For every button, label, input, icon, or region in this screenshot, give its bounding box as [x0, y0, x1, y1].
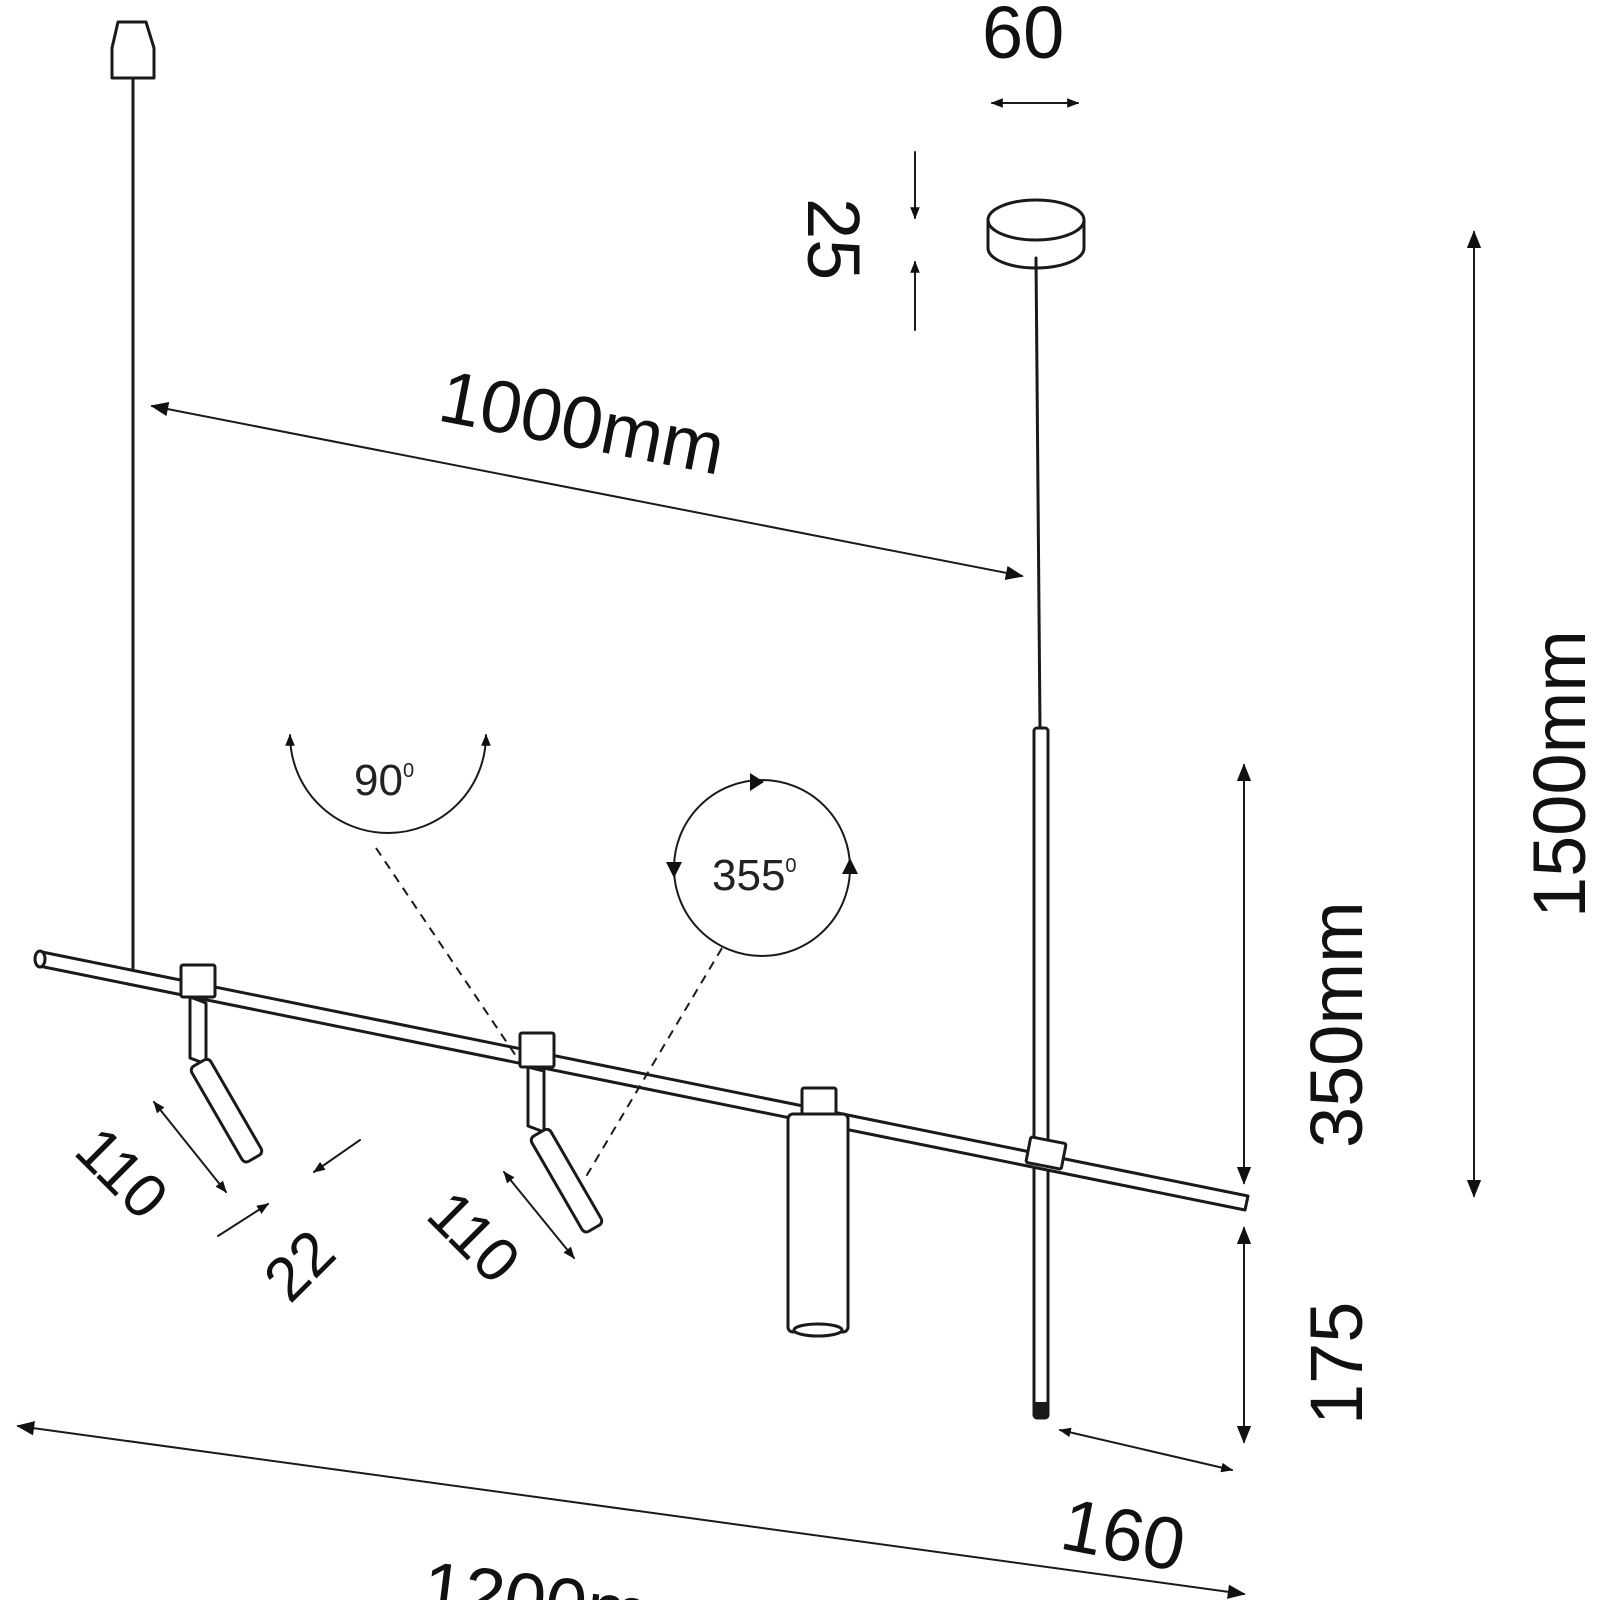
lower-rod-height-label: 175	[1295, 1302, 1378, 1425]
bar-length-label: 1200mm	[418, 1545, 714, 1600]
spot-diameter-label: 22	[251, 1217, 349, 1315]
right-support-rod	[1032, 726, 1050, 1420]
spot-diameter-dimension-upper	[313, 1139, 361, 1173]
rotation-leader-line	[583, 947, 723, 1181]
tilt-angle-label: 900	[354, 756, 414, 805]
tilt-leader-line	[375, 847, 521, 1063]
right-suspension-cable	[1034, 256, 1042, 730]
bar-rod-connector	[1024, 1135, 1068, 1171]
right-canopy	[986, 198, 1086, 270]
canopy-height-label: 25	[792, 198, 875, 280]
upper-rod-height-label: 350mm	[1295, 901, 1378, 1148]
lower-rod-offset-dimension	[1058, 1427, 1234, 1473]
rotation-angle-indicator	[666, 773, 858, 957]
left-spot-length-dimension	[153, 1101, 227, 1193]
rotation-angle-label: 3550	[712, 851, 797, 900]
cable-spacing-dimension	[150, 402, 1024, 580]
bar-length-dimension	[16, 1421, 1246, 1599]
tilt-angle-indicator	[285, 733, 491, 834]
left-spot-length-label: 110	[62, 1114, 181, 1233]
middle-spot-length-dimension	[503, 1171, 575, 1259]
total-height-label: 1500mm	[1518, 630, 1600, 918]
cylinder-pendant	[786, 1086, 850, 1338]
spot-diameter-dimension-lower	[217, 1203, 270, 1237]
middle-spot-length-label: 110	[414, 1178, 533, 1297]
canopy-width-label: 60	[982, 0, 1064, 74]
left-ceiling-hook	[110, 20, 156, 80]
